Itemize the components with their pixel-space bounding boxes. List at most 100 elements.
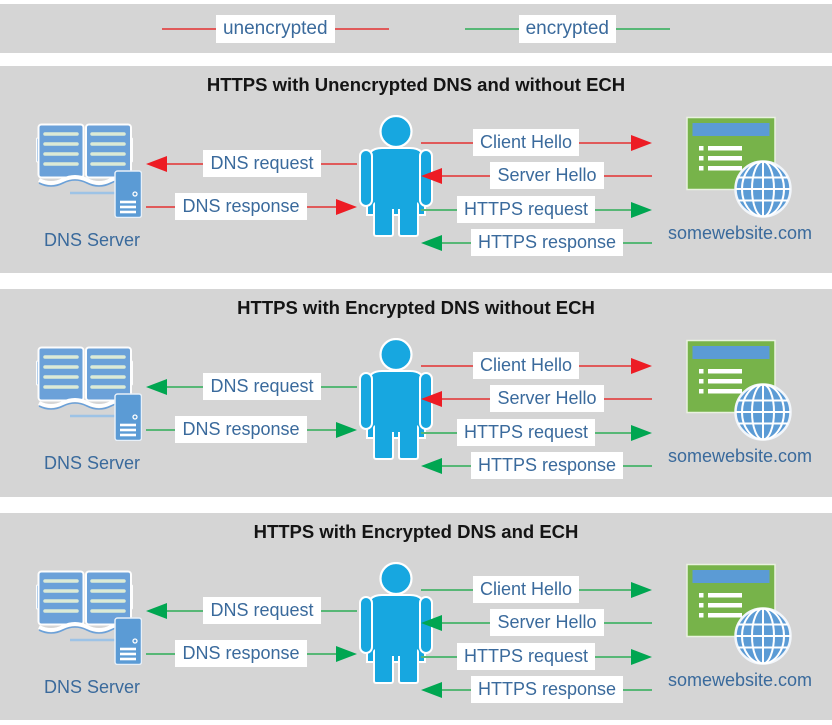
panel-unencrypted-dns-no-ech: HTTPS with Unencrypted DNS and without E… <box>0 66 832 273</box>
arrow-label: Client Hello <box>472 129 580 156</box>
arrowhead-right-icon <box>631 357 653 374</box>
arrow-line <box>320 162 358 165</box>
dns-server-label: DNS Server <box>44 453 141 473</box>
arrow-label: DNS request <box>203 150 321 177</box>
arrowhead-right-icon <box>631 581 653 598</box>
dns-server-icon <box>36 346 142 441</box>
arrow-label: HTTPS response <box>470 452 624 479</box>
arrow-line <box>146 428 176 431</box>
website-label: somewebsite.com <box>667 670 813 690</box>
website-icon <box>686 563 792 665</box>
arrow-line <box>595 431 632 434</box>
arrow-label: HTTPS request <box>456 643 596 670</box>
arrow-line <box>421 141 473 144</box>
arrow-line <box>421 655 457 658</box>
arrow-line <box>623 241 652 244</box>
arrow-line <box>603 621 653 624</box>
arrow-line <box>579 588 632 591</box>
arrowhead-left-icon <box>421 167 442 184</box>
arrow-line <box>320 609 358 612</box>
arrow-label: HTTPS response <box>470 676 624 703</box>
arrow-https-response: HTTPS response <box>421 452 652 479</box>
arrow-line <box>320 385 358 388</box>
arrowhead-left-icon <box>421 614 442 631</box>
arrow-line <box>442 174 491 177</box>
arrowhead-left-icon <box>421 234 442 251</box>
arrow-line <box>306 205 336 208</box>
arrow-label: DNS request <box>203 373 321 400</box>
arrow-line <box>603 174 653 177</box>
arrow-server-hello: Server Hello <box>421 385 653 412</box>
website-icon <box>686 339 792 441</box>
arrow-label: HTTPS response <box>470 229 624 256</box>
dns-server-label: DNS Server <box>44 230 141 250</box>
arrow-line <box>421 364 473 367</box>
arrow-line <box>579 141 632 144</box>
dns-server-icon <box>36 570 142 665</box>
encrypted-line-swatch <box>464 27 519 30</box>
arrow-client-hello: Client Hello <box>421 129 653 156</box>
legend-label-encrypted: encrypted <box>518 14 617 43</box>
arrow-dns-response: DNS response <box>146 416 357 443</box>
arrow-client-hello: Client Hello <box>421 352 653 379</box>
arrowhead-right-icon <box>631 134 653 151</box>
arrow-https-request: HTTPS request <box>421 419 653 446</box>
arrow-line <box>442 621 491 624</box>
arrowhead-right-icon <box>631 201 653 218</box>
arrow-line <box>442 241 471 244</box>
arrow-label: HTTPS request <box>456 196 596 223</box>
website-icon <box>686 116 792 218</box>
arrow-line <box>442 464 471 467</box>
arrow-dns-response: DNS response <box>146 193 357 220</box>
panel-title: HTTPS with Encrypted DNS without ECH <box>237 297 595 318</box>
arrow-line <box>421 208 457 211</box>
website-label: somewebsite.com <box>667 446 813 466</box>
arrow-line <box>167 609 204 612</box>
arrow-line <box>146 652 176 655</box>
arrow-client-hello: Client Hello <box>421 576 653 603</box>
arrow-line <box>306 652 336 655</box>
arrow-label: Server Hello <box>490 385 604 412</box>
arrow-label: DNS response <box>175 640 307 667</box>
arrow-line <box>421 588 473 591</box>
arrow-https-request: HTTPS request <box>421 643 653 670</box>
legend-item-encrypted: encrypted <box>464 14 671 43</box>
arrow-label: DNS response <box>175 416 307 443</box>
arrow-label: HTTPS request <box>456 419 596 446</box>
arrowhead-left-icon <box>146 155 167 172</box>
arrow-label: Client Hello <box>472 576 580 603</box>
legend-item-unencrypted: unencrypted <box>161 14 389 43</box>
arrow-line <box>306 428 336 431</box>
arrow-line <box>623 688 652 691</box>
arrow-line <box>421 431 457 434</box>
legend-label-unencrypted: unencrypted <box>215 14 335 43</box>
arrow-label: DNS request <box>203 597 321 624</box>
arrow-https-response: HTTPS response <box>421 676 652 703</box>
panel-title: HTTPS with Encrypted DNS and ECH <box>253 521 579 542</box>
arrowhead-left-icon <box>421 390 442 407</box>
panel-encrypted-dns-ech: HTTPS with Encrypted DNS and ECH DNS Ser… <box>0 513 832 720</box>
arrow-dns-request: DNS request <box>146 150 358 177</box>
arrow-server-hello: Server Hello <box>421 162 653 189</box>
dns-server-icon <box>36 123 142 218</box>
unencrypted-line-swatch <box>161 27 216 30</box>
arrow-line <box>442 397 491 400</box>
arrow-line <box>623 464 652 467</box>
unencrypted-line-swatch <box>334 27 389 30</box>
arrow-line <box>167 162 204 165</box>
arrow-line <box>595 655 632 658</box>
arrowhead-right-icon <box>336 198 357 215</box>
arrowhead-right-icon <box>631 648 653 665</box>
dns-server-label: DNS Server <box>44 677 141 697</box>
arrow-dns-response: DNS response <box>146 640 357 667</box>
encrypted-line-swatch <box>616 27 671 30</box>
arrow-dns-request: DNS request <box>146 373 358 400</box>
arrowhead-left-icon <box>146 602 167 619</box>
arrowhead-left-icon <box>421 457 442 474</box>
arrow-label: Server Hello <box>490 162 604 189</box>
arrowhead-right-icon <box>631 424 653 441</box>
